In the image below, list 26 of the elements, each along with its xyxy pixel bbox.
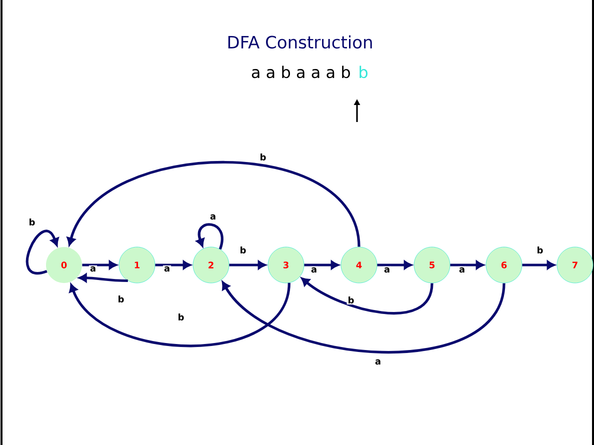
transition-arrow <box>222 281 506 354</box>
transition-arrow <box>66 161 360 248</box>
edge-label: a <box>208 213 218 221</box>
transition-arrow <box>301 278 434 315</box>
edge-label: b <box>238 246 248 254</box>
transition-arrow <box>229 260 266 270</box>
edge-label: b <box>116 294 126 304</box>
transition-arrow <box>196 223 224 250</box>
transition-arrow <box>26 230 59 274</box>
input-string: a a b a a a b <box>252 66 350 78</box>
transition-arrow <box>304 260 339 270</box>
transition-arrow <box>78 274 128 282</box>
transition-arrow <box>69 282 290 348</box>
edge-label: b <box>258 152 268 162</box>
transition-arrow <box>450 260 484 270</box>
edge-label: a <box>374 358 382 366</box>
current-symbol: b <box>360 66 368 78</box>
edge-label: b <box>176 312 186 322</box>
title: DFA Construction <box>228 35 372 49</box>
edge-label: b <box>28 218 36 226</box>
transition-arrow <box>377 260 412 270</box>
transition-arrow <box>155 260 191 270</box>
edge-label: b <box>346 296 356 304</box>
transition-arrow <box>82 260 117 270</box>
transition-arrow <box>522 260 555 270</box>
edge-label: b <box>536 246 544 254</box>
